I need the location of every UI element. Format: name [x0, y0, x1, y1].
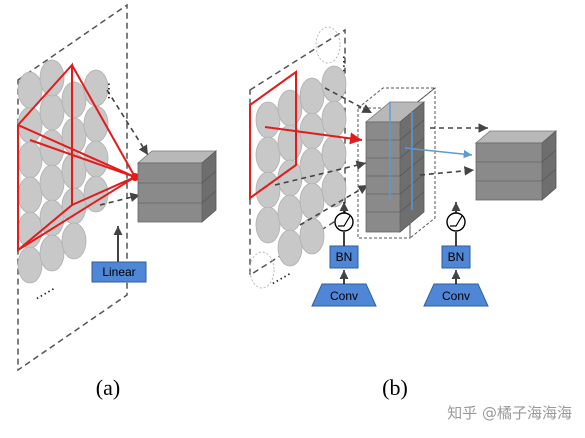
blue-arrow-b — [404, 147, 473, 159]
dashed-out-b — [419, 123, 488, 176]
red-connections-a — [17, 64, 136, 251]
dashed-connections-a — [99, 89, 149, 206]
red-arrow-b — [264, 126, 363, 145]
watermark: 知乎 @橘子海海海 — [447, 404, 572, 422]
ghost-circles-b — [249, 26, 341, 289]
panel-a-label: (a) — [96, 375, 120, 400]
panel-b-label: (b) — [382, 375, 408, 400]
panel-a: .... ..... Linear (a) — [17, 3, 218, 400]
activation-icon-left — [334, 212, 354, 232]
dashed-connections-b — [274, 87, 373, 226]
ellipsis-top-a: .... — [104, 82, 120, 100]
conv-bn-stack-left: Conv BN — [311, 202, 377, 307]
ellipsis-top-b: .... — [339, 55, 355, 73]
linear-block — [91, 261, 147, 283]
neuron-grid-a — [17, 59, 109, 284]
bn-label-right: BN — [448, 250, 465, 264]
conv-label-left: Conv — [330, 289, 358, 303]
linear-label: Linear — [102, 265, 135, 279]
output-cube-b — [474, 130, 558, 201]
neuron-grid-b — [255, 65, 347, 267]
output-cube-a — [136, 150, 218, 223]
bn-label-left: BN — [336, 250, 353, 264]
activation-icon-right — [446, 212, 466, 232]
input-plane-b — [249, 28, 346, 277]
conv-label-right: Conv — [442, 289, 470, 303]
conv-block-left — [311, 283, 377, 307]
conv-block-right — [423, 283, 489, 307]
conv-bn-stack-right: Conv BN — [423, 202, 489, 307]
panel-b: .... ..... — [249, 26, 558, 400]
ellipsis-bottom-b: ..... — [266, 263, 293, 288]
focus-point-a — [131, 173, 139, 181]
feature-map-cube-b — [356, 86, 437, 240]
input-plane-a — [17, 3, 128, 372]
receptive-field-b — [249, 70, 297, 200]
